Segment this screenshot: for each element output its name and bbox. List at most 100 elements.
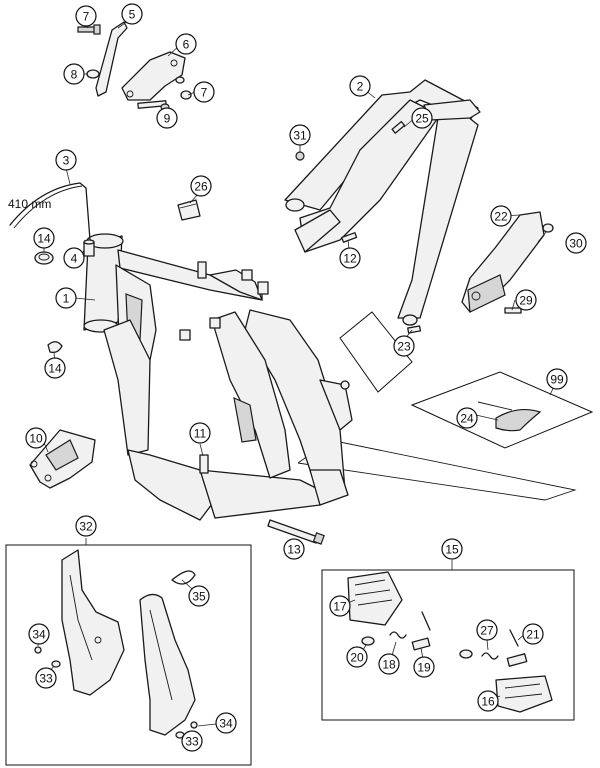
sticker-24: [477, 401, 542, 432]
callout-32: 32: [75, 515, 97, 537]
svg-text:8: 8: [71, 68, 78, 82]
washer-20: [361, 636, 375, 646]
spring-27: [481, 652, 499, 660]
callout-14-upper: 14: [33, 227, 55, 249]
footrest-16: [495, 675, 553, 713]
svg-text:14: 14: [48, 362, 62, 376]
brake-pedal-bracket-5: [95, 21, 128, 97]
callout-27: 27: [476, 619, 498, 641]
svg-text:33: 33: [39, 672, 53, 686]
svg-text:27: 27: [480, 624, 494, 638]
callout-29: 29: [515, 289, 537, 311]
svg-text:5: 5: [129, 8, 136, 22]
zip-tie-35: [171, 570, 196, 585]
callout-17: 17: [329, 595, 351, 617]
svg-text:7: 7: [201, 86, 208, 100]
spring-18: [389, 631, 407, 639]
svg-text:15: 15: [445, 543, 459, 557]
svg-text:16: 16: [481, 695, 495, 709]
callout-4: 4: [63, 247, 85, 269]
hose-length-label: 410 mm: [8, 197, 51, 211]
svg-text:33: 33: [185, 735, 199, 749]
frame-guard-group-box: [5, 544, 252, 766]
callout-9: 9: [156, 107, 178, 129]
svg-text:35: 35: [192, 590, 206, 604]
svg-text:34: 34: [32, 628, 46, 642]
bolt-13: [267, 519, 325, 545]
callout-33-left: 33: [35, 667, 57, 689]
svg-text:20: 20: [350, 651, 364, 665]
fitting-4: [83, 239, 95, 257]
callout-20: 20: [346, 646, 368, 668]
svg-text:1: 1: [63, 292, 70, 306]
cap-14-lower: [47, 341, 63, 354]
svg-text:18: 18: [382, 658, 396, 672]
callout-7-top: 7: [75, 5, 97, 27]
callout-33-right: 33: [181, 730, 203, 752]
svg-text:2: 2: [357, 80, 364, 94]
nut-34-left: [34, 646, 42, 654]
pin-19: [411, 637, 431, 651]
callout-11: 11: [189, 422, 211, 444]
svg-text:25: 25: [415, 112, 429, 126]
svg-text:17: 17: [333, 600, 347, 614]
callout-8: 8: [63, 63, 85, 85]
callout-31: 31: [289, 124, 311, 146]
callout-23: 23: [393, 335, 415, 357]
small-fasteners-top: [77, 24, 192, 111]
footrest-17: [347, 571, 403, 626]
callout-18: 18: [378, 653, 400, 675]
svg-text:21: 21: [526, 628, 540, 642]
svg-text:19: 19: [417, 661, 431, 675]
callout-1: 1: [55, 287, 77, 309]
washer-33-left: [51, 660, 61, 668]
breather-hose: [9, 182, 91, 241]
svg-text:7: 7: [83, 10, 90, 24]
callout-21: 21: [522, 623, 544, 645]
svg-text:24: 24: [460, 412, 474, 426]
cap-14-upper: [34, 251, 54, 265]
svg-text:22: 22: [494, 210, 508, 224]
svg-text:31: 31: [293, 129, 307, 143]
svg-text:12: 12: [343, 252, 357, 266]
svg-text:3: 3: [63, 154, 70, 168]
svg-text:11: 11: [194, 427, 207, 441]
sticker-kit-parallelogram: [410, 371, 594, 449]
callout-22: 22: [490, 205, 512, 227]
svg-text:29: 29: [519, 294, 533, 308]
callout-5: 5: [121, 3, 143, 25]
bracket-10: [29, 429, 96, 489]
svg-text:14: 14: [37, 232, 51, 246]
svg-text:23: 23: [397, 340, 411, 354]
frame-guard-left: [61, 549, 125, 696]
callout-12: 12: [339, 247, 361, 269]
footrest-bracket-22: [461, 211, 554, 314]
main-frame: [83, 233, 353, 521]
callout-2: 2: [349, 75, 371, 97]
callout-16: 16: [477, 690, 499, 712]
svg-text:9: 9: [164, 112, 171, 126]
svg-text:30: 30: [569, 237, 583, 251]
callout-34-left: 34: [28, 623, 50, 645]
callout-26: 26: [190, 175, 212, 197]
svg-text:26: 26: [194, 180, 208, 194]
nut-34-right: [190, 721, 198, 729]
callout-24: 24: [456, 407, 478, 429]
svg-text:34: 34: [219, 717, 233, 731]
callout-10: 10: [25, 427, 47, 449]
svg-text:99: 99: [550, 373, 564, 387]
split-pin-upper: [421, 611, 431, 631]
callout-35: 35: [188, 585, 210, 607]
svg-text:6: 6: [183, 38, 190, 52]
sticker-26: [177, 199, 201, 221]
bolt-11: [199, 454, 209, 474]
svg-text:13: 13: [287, 543, 301, 557]
svg-text:10: 10: [29, 432, 43, 446]
split-pin-21: [509, 629, 519, 647]
footrest-group-box: [321, 569, 575, 721]
callout-7-bottom: 7: [193, 81, 215, 103]
callout-14-lower: 14: [44, 357, 66, 379]
pin-21: [506, 653, 528, 667]
frame-guard-right: [139, 593, 196, 736]
